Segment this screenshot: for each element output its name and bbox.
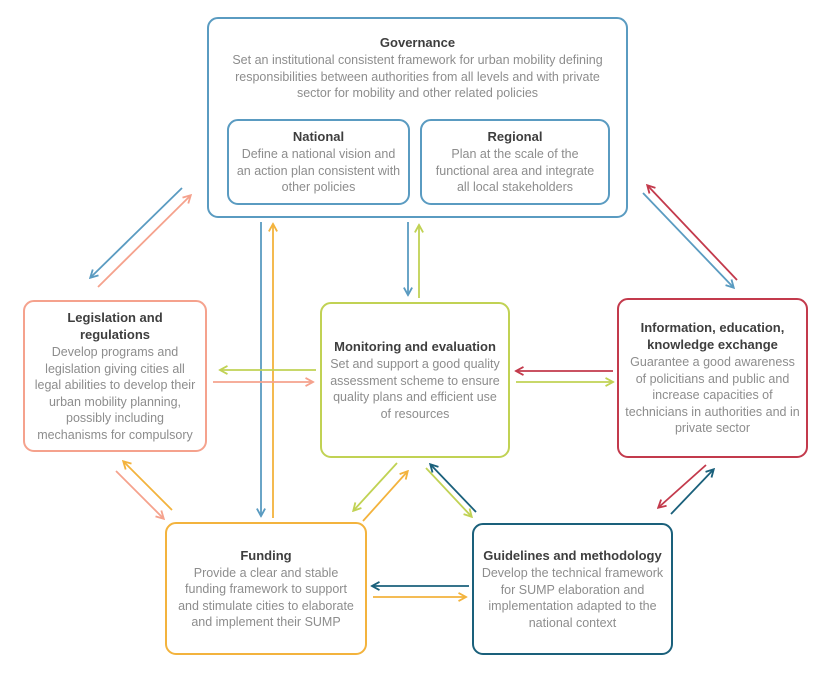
regional-title: Regional bbox=[487, 129, 543, 145]
arrow-monitoring-to-guidelines bbox=[425, 467, 471, 516]
information-description: Guarantee a good awareness of policitian… bbox=[625, 355, 800, 436]
regional-description: Plan at the scale of the functional area… bbox=[435, 147, 595, 195]
governance-description: Set an institutional consistent framewor… bbox=[232, 53, 603, 100]
guidelines-description: Develop the technical framework for SUMP… bbox=[481, 566, 664, 630]
national-box: National Define a national vision and an… bbox=[227, 119, 410, 205]
funding-title: Funding bbox=[240, 547, 292, 563]
guidelines-title: Guidelines and methodology bbox=[483, 548, 662, 563]
national-title: National bbox=[292, 129, 345, 145]
arrow-funding-to-legislation bbox=[124, 462, 173, 511]
arrow-monitoring-to-funding bbox=[354, 462, 398, 510]
legislation-box: Legislation and regulations Develop prog… bbox=[23, 300, 207, 452]
arrow-guidelines-to-monitoring bbox=[431, 465, 477, 513]
monitoring-description: Set and support a good quality assessmen… bbox=[330, 357, 500, 421]
monitoring-title: Monitoring and evaluation bbox=[334, 339, 496, 354]
arrow-legislation-to-funding bbox=[115, 470, 163, 518]
information-title: Information, education, knowledge exchan… bbox=[640, 320, 785, 353]
governance-box: Governance Set an institutional consiste… bbox=[207, 17, 628, 218]
legislation-description: Develop programs and legislation giving … bbox=[34, 345, 196, 442]
legislation-title: Legislation and regulations bbox=[67, 310, 163, 342]
arrow-information-to-guidelines bbox=[659, 464, 707, 507]
funding-description: Provide a clear and stable funding frame… bbox=[178, 565, 354, 630]
governance-title: Governance bbox=[379, 35, 456, 50]
arrow-governance-to-information bbox=[642, 192, 733, 287]
regional-box: Regional Plan at the scale of the functi… bbox=[420, 119, 610, 205]
monitoring-box: Monitoring and evaluation Set and suppor… bbox=[320, 302, 510, 458]
arrow-funding-to-monitoring bbox=[362, 472, 407, 522]
funding-box: Funding Provide a clear and stable fundi… bbox=[165, 522, 367, 655]
national-description: Define a national vision and an action p… bbox=[236, 147, 401, 195]
arrow-information-to-governance bbox=[648, 186, 738, 281]
guidelines-box: Guidelines and methodology Develop the t… bbox=[472, 523, 673, 655]
information-box: Information, education, knowledge exchan… bbox=[617, 298, 808, 458]
arrow-legislation-to-governance bbox=[97, 196, 190, 288]
arrow-governance-to-legislation bbox=[91, 187, 183, 277]
arrow-guidelines-to-information bbox=[670, 470, 713, 515]
